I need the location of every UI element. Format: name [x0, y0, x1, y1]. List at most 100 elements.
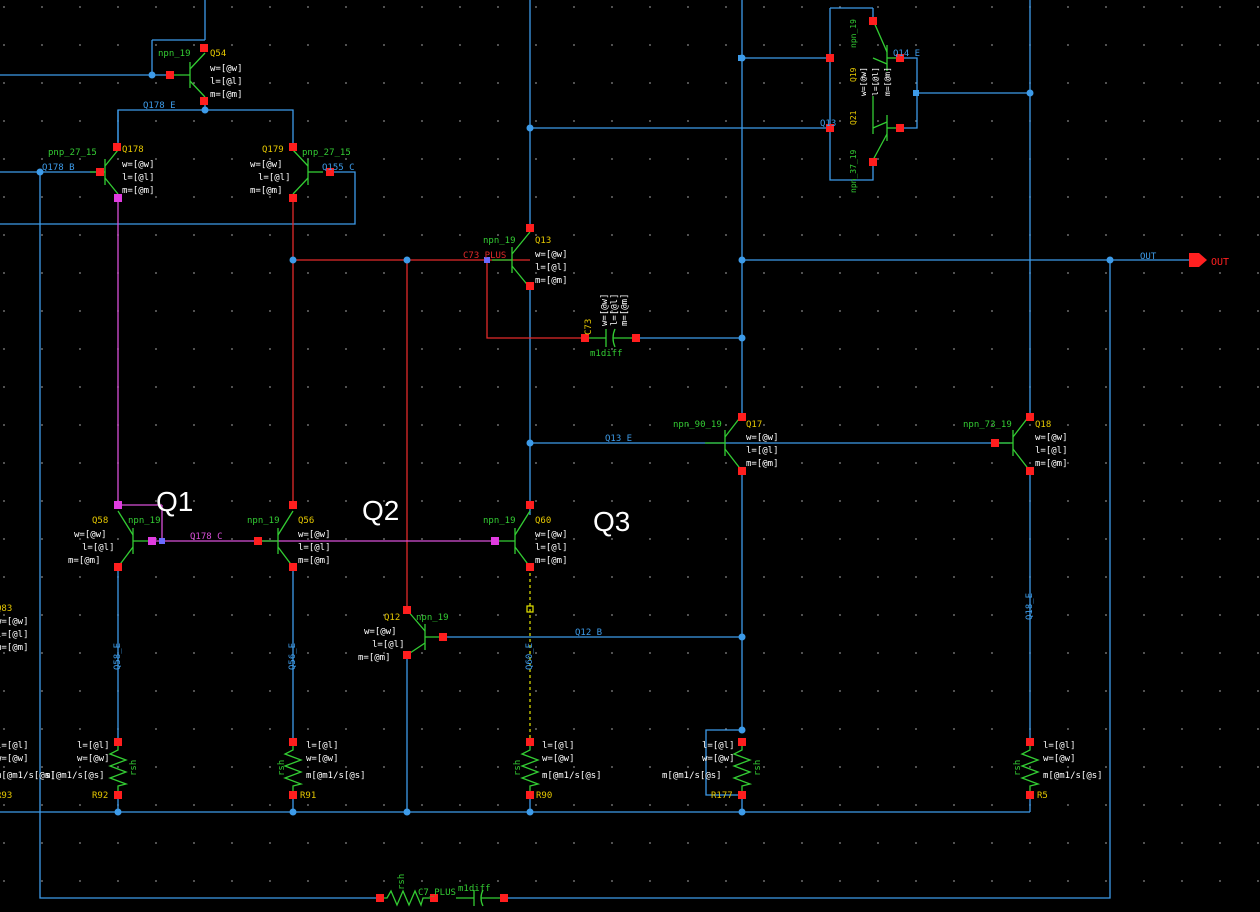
out-net-label: OUT	[1140, 252, 1157, 262]
r93-l: l=[@l]	[0, 741, 29, 751]
callout-q1: Q1	[156, 486, 193, 517]
r91-w: w=[@w]	[306, 754, 339, 764]
device-q12[interactable]: Q12 npn_19 w=[@w] l=[@l] m=[@m]	[358, 613, 449, 663]
q13-l: l=[@l]	[535, 263, 568, 273]
q178-m: m=[@m]	[122, 186, 155, 196]
q178-l: l=[@l]	[122, 173, 155, 183]
r91-m: m[@m1/s[@s]	[306, 771, 366, 781]
q13-w: w=[@w]	[535, 250, 568, 260]
magenta-pins	[114, 194, 499, 545]
q12-name: Q12	[384, 613, 400, 623]
device-q17[interactable]: npn_90_19 Q17 w=[@w] l=[@l] m=[@m]	[673, 420, 779, 469]
q18-m: m=[@m]	[1035, 459, 1068, 469]
q58-model: npn_19	[128, 516, 161, 526]
label-q178-c: Q178_C	[190, 532, 223, 542]
r92-w: w=[@w]	[77, 754, 110, 764]
q17-name: Q17	[746, 420, 762, 430]
net-red	[292, 198, 585, 610]
device-r5[interactable]: l=[@l] w=[@w] m[@m1/s[@s] R5 rsh	[1013, 741, 1103, 801]
r177-name: R177	[711, 791, 733, 801]
q54-model: npn_19	[158, 49, 191, 59]
r93-w: w=[@w]	[0, 754, 29, 764]
q19-name: Q19	[849, 67, 858, 82]
r93-name: R93	[0, 791, 12, 801]
device-r91[interactable]: l=[@l] w=[@w] m[@m1/s[@s] R91 rsh	[277, 741, 366, 801]
q18-name: Q18	[1035, 420, 1051, 430]
device-r93[interactable]: l=[@l] w=[@w] m[@m1/s[@s] R93	[0, 741, 56, 801]
r93-m: m[@m1/s[@s]	[0, 771, 56, 781]
q179-name: Q179	[262, 145, 284, 155]
device-q19-q21[interactable]: npn_19 Q19 w=[@w] l=[@l] m=[@m] Q21 npn_…	[849, 19, 892, 193]
resistor-symbols	[108, 742, 1041, 907]
r90-name: R90	[536, 791, 552, 801]
r90-symbol	[520, 742, 541, 794]
device-q18[interactable]: npn_73_19 Q18 w=[@w] l=[@l] m=[@m]	[963, 420, 1068, 469]
q83-l: l=[@l]	[0, 630, 29, 640]
r92-m: m[@m1/s[@s]	[45, 771, 105, 781]
q12-w: w=[@w]	[364, 627, 397, 637]
q56-model: npn_19	[247, 516, 280, 526]
device-q178[interactable]: pnp_27_15 Q178 w=[@w] l=[@l] m=[@m]	[48, 145, 155, 196]
rbottom-symbol	[380, 889, 430, 907]
device-rbottom[interactable]: rsh m1diff	[397, 874, 491, 894]
q58-m: m=[@m]	[68, 556, 101, 566]
device-q13[interactable]: npn_19 Q13 w=[@w] l=[@l] m=[@m]	[483, 236, 568, 286]
q17-l: l=[@l]	[746, 446, 779, 456]
r92-symbol	[108, 742, 129, 794]
q17-w: w=[@w]	[746, 433, 779, 443]
q56-m: m=[@m]	[298, 556, 331, 566]
device-q58[interactable]: Q58 npn_19 w=[@w] l=[@l] m=[@m]	[68, 516, 161, 566]
q60-l: l=[@l]	[535, 543, 568, 553]
q19-l: l=[@l]	[871, 67, 880, 96]
r90-m: m[@m1/s[@s]	[542, 771, 602, 781]
label-q14-e: Q14_E	[893, 49, 920, 59]
callout-q3: Q3	[593, 506, 630, 537]
q179-symbol	[292, 149, 323, 195]
r92-l: l=[@l]	[77, 741, 110, 751]
net-magenta	[117, 198, 495, 542]
label-q58-e: Q58_E	[113, 643, 123, 670]
label-q56-e: Q56_E	[288, 643, 298, 670]
c73-w: w=[@w]	[600, 293, 610, 326]
label-bottom-plus: C7_PLUS	[418, 888, 456, 898]
device-q83[interactable]: Q83 w=[@w] l=[@l] m=[@m]	[0, 604, 29, 653]
q56-w: w=[@w]	[298, 530, 331, 540]
q60-m: m=[@m]	[535, 556, 568, 566]
q179-w: w=[@w]	[250, 160, 283, 170]
q56-name: Q56	[298, 516, 314, 526]
device-q54[interactable]: npn_19 Q54 w=[@w] l=[@l] m=[@m]	[158, 49, 243, 100]
q60-model: npn_19	[483, 516, 516, 526]
q83-w: w=[@w]	[0, 617, 29, 627]
device-r90[interactable]: l=[@l] w=[@w] m[@m1/s[@s] R90 rsh	[513, 741, 602, 801]
q19-model: npn_19	[849, 19, 858, 48]
q19-w: w=[@w]	[859, 67, 868, 96]
q179-model: pnp_27_15	[302, 148, 351, 158]
device-r92[interactable]: l=[@l] w=[@w] m[@m1/s[@s] R92 rsh	[45, 741, 139, 801]
r5-w: w=[@w]	[1043, 754, 1076, 764]
device-c73[interactable]: C73 m1diff w=[@w] l=[@l] m=[@m]	[584, 293, 630, 359]
c73-m: m=[@m]	[620, 293, 630, 326]
wires	[0, 0, 1190, 899]
r5-symbol	[1020, 742, 1041, 794]
out-pin-label: OUT	[1211, 257, 1229, 268]
r92-name: R92	[92, 791, 108, 801]
device-r177[interactable]: l=[@l] w=[@w] m[@m1/s[@s] R177 rsh	[662, 741, 763, 801]
q178-model: pnp_27_15	[48, 148, 97, 158]
r92-model: rsh	[129, 760, 139, 776]
label-q13-b: Q13	[820, 119, 836, 129]
q179-m: m=[@m]	[250, 186, 283, 196]
r90-l: l=[@l]	[542, 741, 575, 751]
q54-w: w=[@w]	[210, 64, 243, 74]
r177-model: rsh	[753, 760, 763, 776]
q179-l: l=[@l]	[258, 173, 291, 183]
q17-model: npn_90_19	[673, 420, 722, 430]
device-q60[interactable]: npn_19 Q60 w=[@w] l=[@l] m=[@m]	[483, 516, 568, 566]
device-q179[interactable]: pnp_27_15 Q179 w=[@w] l=[@l] m=[@m]	[250, 145, 351, 196]
device-q56[interactable]: npn_19 Q56 w=[@w] l=[@l] m=[@m]	[247, 516, 331, 566]
r90-w: w=[@w]	[542, 754, 575, 764]
r177-m: m[@m1/s[@s]	[662, 771, 722, 781]
label-q178-e: Q178_E	[143, 101, 176, 111]
out-pin[interactable]: OUT	[1189, 253, 1229, 268]
